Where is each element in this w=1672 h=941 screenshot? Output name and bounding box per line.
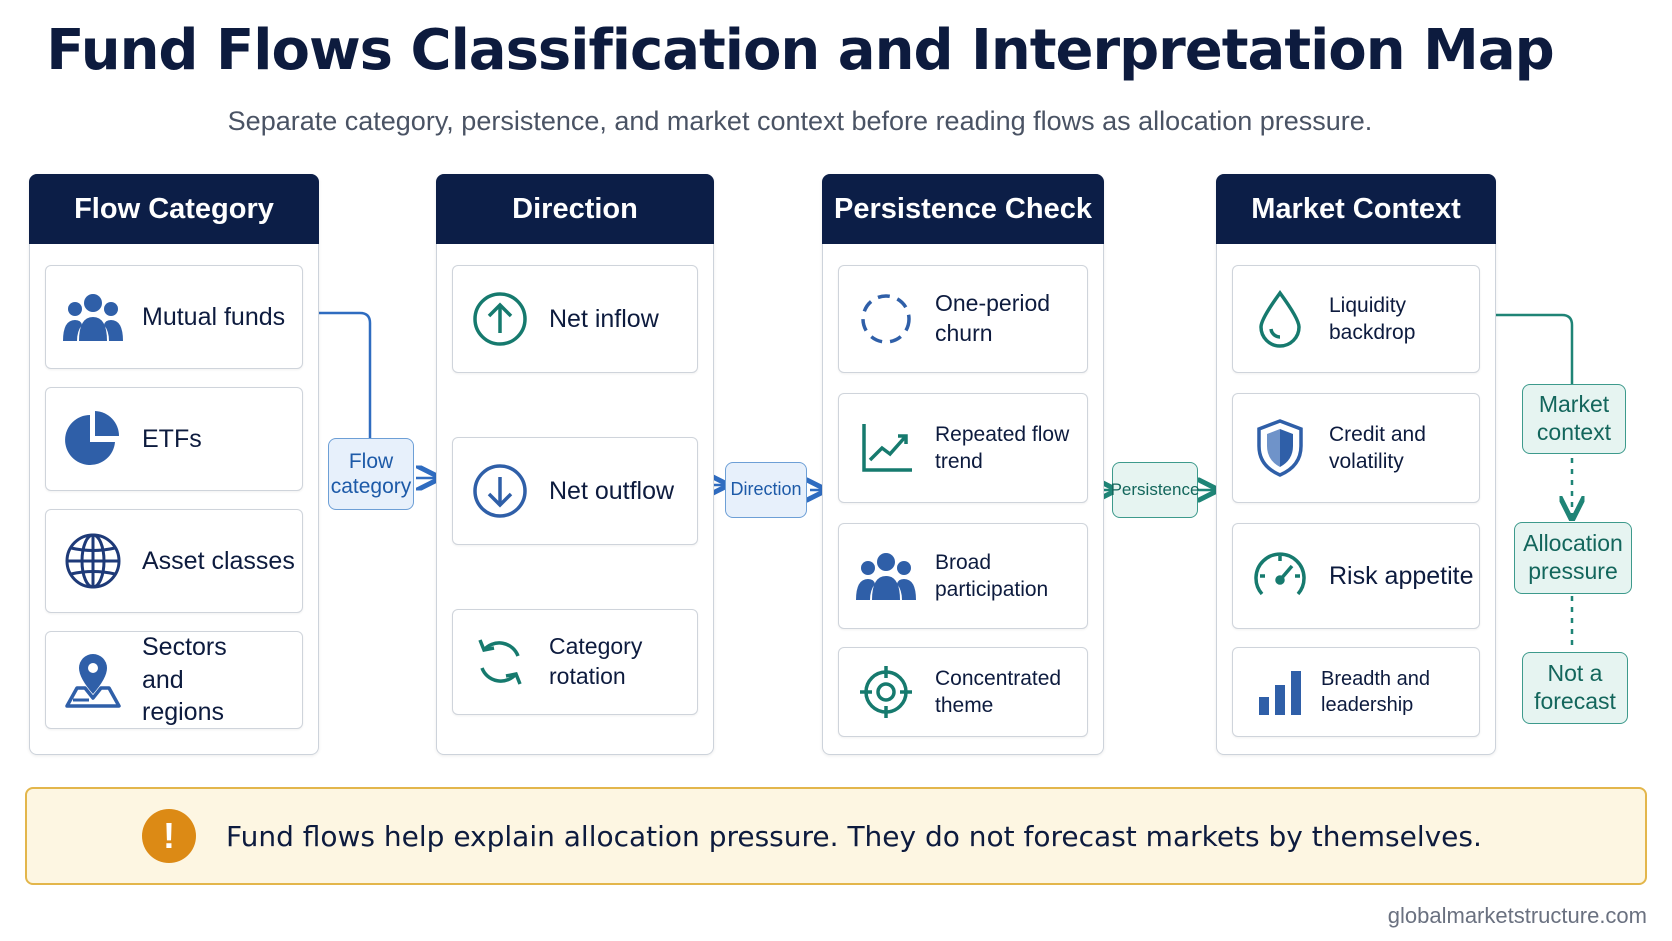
people-group-icon — [58, 282, 128, 352]
card-net-inflow[interactable]: Net inflow — [452, 265, 698, 373]
card-liquidity-backdrop[interactable]: Liquidity backdrop — [1232, 265, 1480, 373]
outcome-allocation-pressure: Allocation pressure — [1514, 522, 1632, 594]
arrow-down-circle-icon — [465, 456, 535, 526]
card-one-period-churn[interactable]: One-period churn — [838, 265, 1088, 373]
card-label: Risk appetite — [1329, 561, 1474, 590]
card-label: Net outflow — [549, 476, 675, 505]
column-header: Persistence Check — [822, 174, 1104, 244]
card-category-rotation[interactable]: Category rotation — [452, 609, 698, 715]
note-text: Fund flows help explain allocation press… — [226, 819, 1482, 853]
card-label: Broad participation — [935, 550, 1049, 601]
connector-label-persistence: Persistence — [1111, 462, 1199, 518]
card-concentrated-theme[interactable]: Concentrated theme — [838, 647, 1088, 737]
card-label: One-period churn — [935, 290, 1051, 346]
footer-domain: globalmarketstructure.com — [1387, 903, 1647, 928]
droplet-icon — [1245, 284, 1315, 354]
card-label: Net inflow — [549, 304, 659, 333]
card-label: Mutual funds — [142, 302, 286, 331]
connector-flow-category — [318, 311, 372, 438]
card-risk-appetite[interactable]: Risk appetite — [1232, 523, 1480, 629]
outcome-market-context: Market context — [1522, 384, 1626, 454]
card-label: Sectors and regions — [142, 633, 227, 727]
globe-icon — [58, 526, 128, 596]
note-banner: ! Fund flows help explain allocation pre… — [25, 787, 1647, 885]
card-label: Liquidity backdrop — [1329, 293, 1416, 344]
card-label: Category rotation — [549, 633, 643, 689]
card-asset-classes[interactable]: Asset classes — [45, 509, 303, 613]
bar-chart-icon — [1245, 657, 1315, 727]
people-group-icon — [851, 541, 921, 611]
card-net-outflow[interactable]: Net outflow — [452, 437, 698, 545]
column-direction: Direction Net inflow Net outflow Categor… — [436, 174, 714, 755]
target-icon — [851, 657, 921, 727]
page-title: Fund Flows Classification and Interpreta… — [46, 18, 1555, 83]
card-label: Breadth and leadership — [1321, 668, 1430, 716]
warning-icon: ! — [142, 809, 196, 863]
card-etfs[interactable]: ETFs — [45, 387, 303, 491]
column-header: Flow Category — [29, 174, 319, 244]
card-breadth-leadership[interactable]: Breadth and leadership — [1232, 647, 1480, 737]
column-header: Direction — [436, 174, 714, 244]
card-label: Repeated flow trend — [935, 422, 1070, 473]
column-header: Market Context — [1216, 174, 1496, 244]
arrow-up-circle-icon — [465, 284, 535, 354]
card-mutual-funds[interactable]: Mutual funds — [45, 265, 303, 369]
card-label: Concentrated theme — [935, 666, 1062, 717]
rotate-arrows-icon — [465, 627, 535, 697]
pie-chart-icon — [58, 404, 128, 474]
card-credit-volatility[interactable]: Credit and volatility — [1232, 393, 1480, 503]
shield-icon — [1245, 413, 1315, 483]
page-subtitle: Separate category, persistence, and mark… — [227, 106, 1373, 136]
trend-chart-icon — [851, 413, 921, 483]
column-market-context: Market Context Liquidity backdrop Credit… — [1216, 174, 1496, 755]
outcome-not-a-forecast: Not a forecast — [1522, 652, 1628, 724]
card-repeated-flow-trend[interactable]: Repeated flow trend — [838, 393, 1088, 503]
card-broad-participation[interactable]: Broad participation — [838, 523, 1088, 629]
gauge-icon — [1245, 541, 1315, 611]
card-sectors-regions[interactable]: Sectors and regions — [45, 631, 303, 729]
dashed-circle-icon — [851, 284, 921, 354]
card-label: Credit and volatility — [1329, 422, 1426, 473]
connector-label-direction: Direction — [725, 462, 807, 518]
card-label: Asset classes — [142, 546, 295, 575]
column-flow-category: Flow Category Mutual funds ETFs Asset cl… — [29, 174, 319, 755]
map-pin-icon — [58, 645, 128, 715]
card-label: ETFs — [142, 424, 202, 453]
column-persistence-check: Persistence Check One-period churn Repea… — [822, 174, 1104, 755]
connector-label-flow-category: Flow category — [328, 438, 414, 510]
connector-market-context — [1492, 313, 1574, 384]
